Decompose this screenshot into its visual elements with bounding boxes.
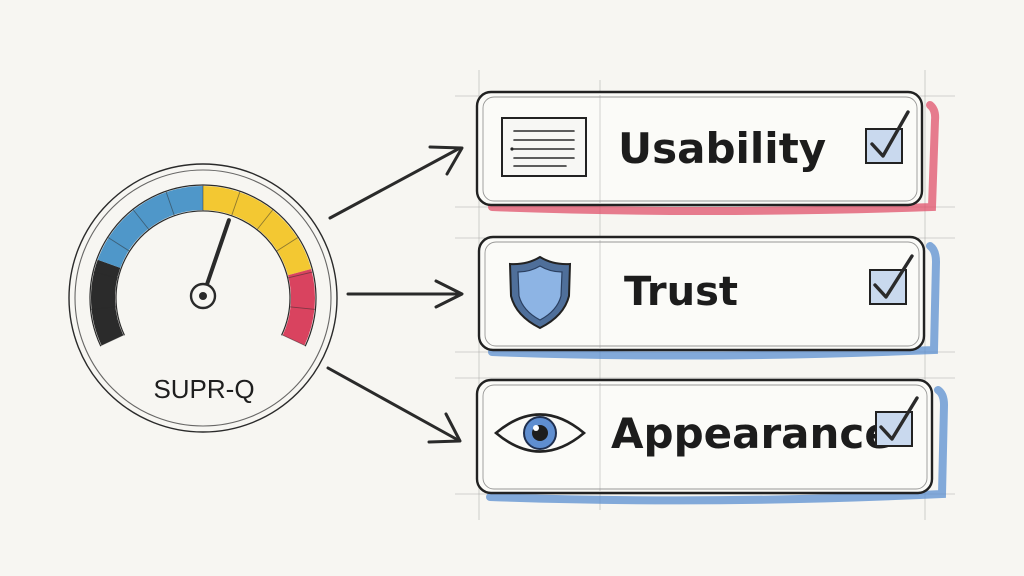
gauge-hub-center: [199, 292, 207, 300]
gauge-tick: [107, 236, 130, 252]
gauge-needle: [201, 218, 231, 298]
gauge-tick: [132, 209, 150, 231]
shield-icon: [508, 255, 572, 330]
card-accent-stroke: [486, 386, 949, 505]
gauge-tick: [281, 334, 306, 347]
gauge-tick: [90, 306, 117, 310]
card-accent-stroke: [488, 101, 940, 215]
gauge-segment-yellow: [202, 186, 312, 276]
gauge-segment-red: [282, 269, 315, 346]
card-frame: [475, 378, 934, 495]
card-frame: [475, 90, 924, 207]
arrows: [326, 145, 464, 444]
arrow-to-appearance: [326, 366, 462, 444]
gauge-tick: [287, 271, 314, 279]
card-label-usability: Usability: [618, 124, 826, 173]
gauge-ticks: [90, 185, 316, 347]
supr-q-gauge: SUPR-Q: [68, 163, 338, 433]
gauge-tick: [256, 209, 274, 231]
checkbox-checked-icon: [875, 396, 919, 447]
gauge-inner-ring: [74, 169, 332, 427]
gauge-outer-ring: [68, 163, 338, 433]
checkbox-checked-icon: [869, 254, 914, 305]
eye-icon: [493, 413, 587, 453]
document-list-icon: [501, 117, 587, 177]
arrow-to-trust: [346, 279, 464, 309]
checkbox-checked-icon: [865, 110, 910, 164]
gauge-label: SUPR-Q: [153, 374, 254, 404]
card-usability: Usability: [475, 90, 940, 215]
gauge-tick: [92, 271, 119, 279]
gauge-tick: [276, 236, 299, 252]
gauge-tick: [231, 191, 241, 216]
card-accent-stroke: [488, 242, 941, 360]
card-appearance: Appearance: [475, 378, 949, 505]
gauge-tick: [165, 191, 175, 216]
gauge-tick: [289, 306, 316, 310]
gauge-segment-dark: [91, 259, 124, 346]
gauge-segment-blue: [97, 186, 204, 269]
arrow-to-usability: [328, 145, 464, 220]
gauge-tick: [100, 334, 125, 347]
card-trust: Trust: [477, 235, 941, 360]
card-label-trust: Trust: [624, 269, 738, 315]
card-frame: [477, 235, 926, 352]
card-label-appearance: Appearance: [611, 409, 893, 458]
